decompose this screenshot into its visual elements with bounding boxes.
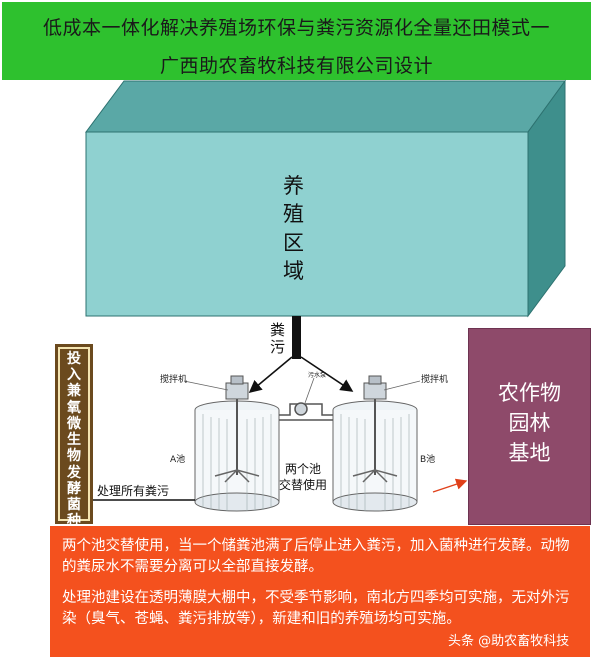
- waste-arrow-right: [300, 356, 354, 392]
- pool-b: [332, 375, 418, 512]
- crop-line-3: 基地: [508, 440, 551, 465]
- microbe-char: 菌: [67, 497, 81, 514]
- crop-base-label: 农作物 园林 基地: [469, 379, 590, 468]
- pool-b-label: B池: [420, 455, 436, 465]
- alternate-note-line-1: 两个池: [285, 462, 322, 476]
- stirrer-left-label: 搅拌机: [160, 375, 188, 385]
- waste-pipe: [292, 316, 301, 359]
- crop-line-1: 农作物: [498, 381, 561, 405]
- microbe-char: 种: [67, 513, 81, 530]
- info-box: 两个池交替使用，当一个储粪池满了后停止进入粪污，加入菌种进行发酵。动物的粪尿水不…: [50, 526, 590, 657]
- microbe-input-frame: 投 入 兼 氧 微 生 物 发 酵 菌 种: [58, 347, 90, 529]
- output-arrow: [432, 478, 468, 493]
- pump-label: 污水泵: [308, 372, 327, 379]
- pool-a-label: A池: [170, 455, 186, 465]
- farm-area-char: 域: [283, 259, 304, 284]
- microbe-char: 微: [67, 415, 81, 432]
- alternate-note-line-2: 交替使用: [279, 477, 328, 492]
- crop-base-box: 农作物 园林 基地: [468, 328, 591, 525]
- title-banner: 低成本一体化解决养殖场环保与粪污资源化全量还田模式一 广西助农畜牧科技有限公司设…: [2, 2, 591, 80]
- microbe-input-label: 投 入 兼 氧 微 生 物 发 酵 菌 种: [66, 351, 82, 530]
- info-paragraph-1: 两个池交替使用，当一个储粪池满了后停止进入粪污，加入菌种进行发酵。动物的粪尿水不…: [62, 538, 570, 576]
- stirrer-right-label: 搅拌机: [421, 375, 449, 385]
- waste-label: 粪 污: [270, 322, 285, 356]
- farm-area-block: [85, 79, 566, 318]
- microbe-input-box: 投 入 兼 氧 微 生 物 发 酵 菌 种: [55, 344, 93, 529]
- farm-area-char: 殖: [283, 202, 304, 227]
- microbe-char: 生: [67, 432, 81, 449]
- stirrer-left-pointer: [183, 380, 229, 391]
- waste-char: 污: [270, 337, 286, 356]
- microbe-char: 发: [67, 464, 81, 481]
- title-line-1: 低成本一体化解决养殖场环保与粪污资源化全量还田模式一: [42, 17, 550, 39]
- farm-area-top-face: [85, 80, 566, 133]
- microbe-char: 兼: [67, 383, 81, 400]
- microbe-char: 投: [67, 351, 81, 367]
- alternate-use-note: 两个池 交替使用: [279, 462, 327, 493]
- microbe-char: 物: [67, 448, 81, 465]
- farm-area-char: 养: [283, 174, 304, 198]
- pump-pointer: [304, 377, 315, 404]
- pool-a: [194, 375, 280, 512]
- stirrer-right-pointer: [383, 380, 421, 391]
- process-all-label: 处理所有粪污: [97, 484, 170, 498]
- farm-area-char: 区: [283, 230, 304, 255]
- waste-arrow-left: [248, 356, 293, 394]
- waste-char: 粪: [270, 321, 286, 339]
- title-line-2: 广西助农畜牧科技有限公司设计: [159, 55, 433, 77]
- crop-line-2: 园林: [508, 410, 551, 435]
- watermark: 头条 @助农畜牧科技: [448, 634, 570, 649]
- microbe-char: 入: [67, 367, 81, 384]
- farm-area-front-face: [85, 131, 529, 317]
- microbe-char: 氧: [67, 399, 81, 416]
- transfer-pump: [279, 402, 333, 421]
- microbe-char: 酵: [67, 480, 81, 497]
- info-paragraph-2: 处理池建设在透明薄膜大棚中，不受季节影响，南北方四季均可实施，无对外污染（臭气、…: [62, 590, 570, 628]
- farm-area-label: 养 殖 区 域: [283, 172, 304, 285]
